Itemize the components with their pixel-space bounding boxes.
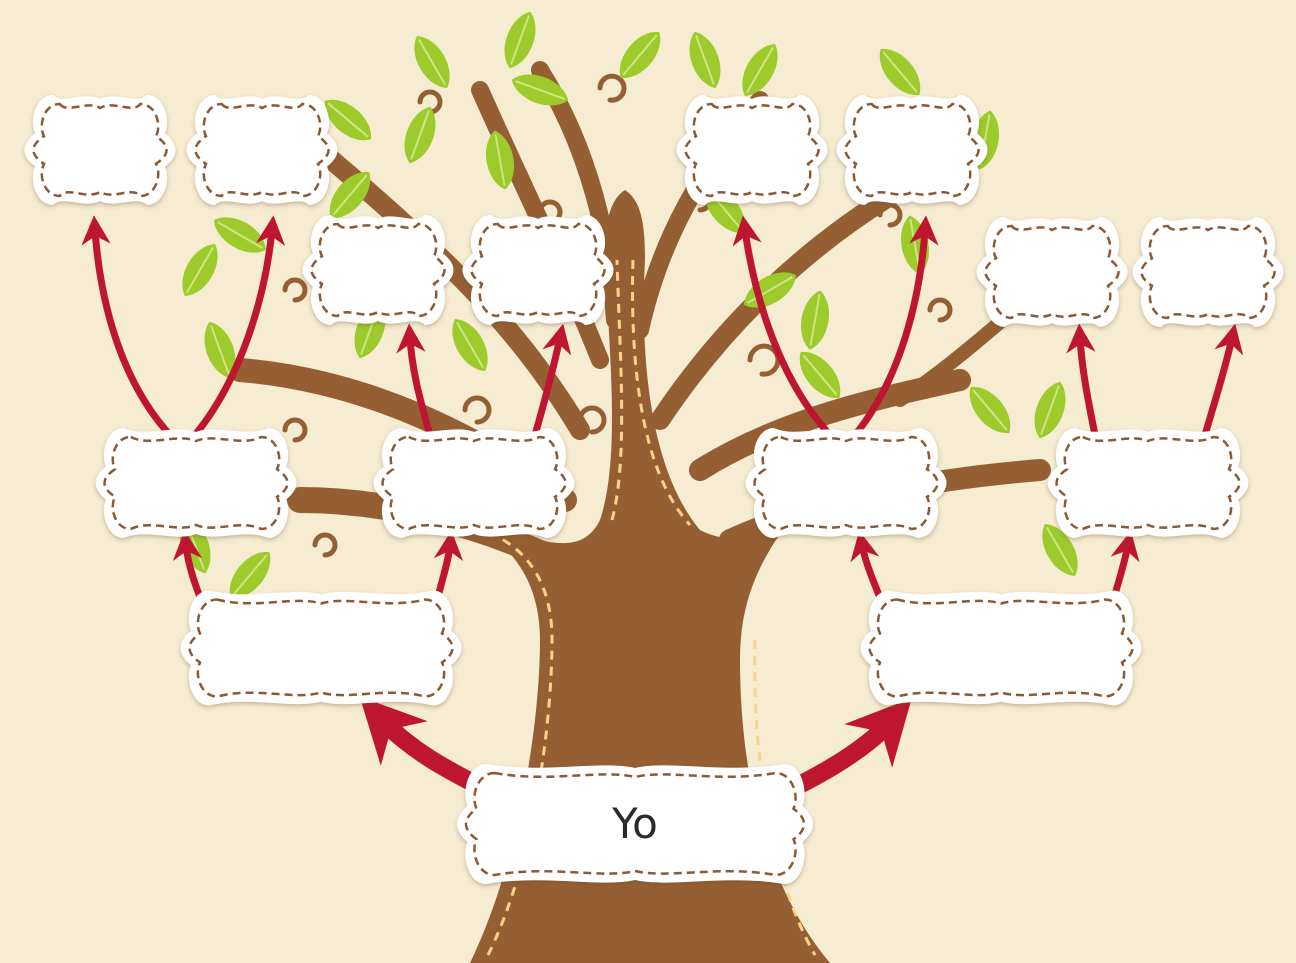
great-grandparent-frame — [463, 215, 614, 325]
grandparent-frame — [1048, 428, 1249, 538]
self-label: Yo — [611, 799, 658, 848]
grandparent-frame — [96, 428, 297, 538]
great-grandparent-frame — [187, 95, 338, 205]
great-grandparent-frame — [25, 95, 176, 205]
great-grandparent-frame — [677, 95, 828, 205]
great-grandparent-frame — [303, 215, 454, 325]
great-grandparent-frame — [977, 217, 1128, 327]
parent-frame — [861, 591, 1142, 706]
great-grandparent-frame — [1133, 217, 1284, 327]
grandparent-frame — [374, 428, 575, 538]
grandparent-frame — [746, 428, 947, 538]
great-grandparent-frame — [837, 95, 988, 205]
parent-frame — [181, 591, 462, 706]
